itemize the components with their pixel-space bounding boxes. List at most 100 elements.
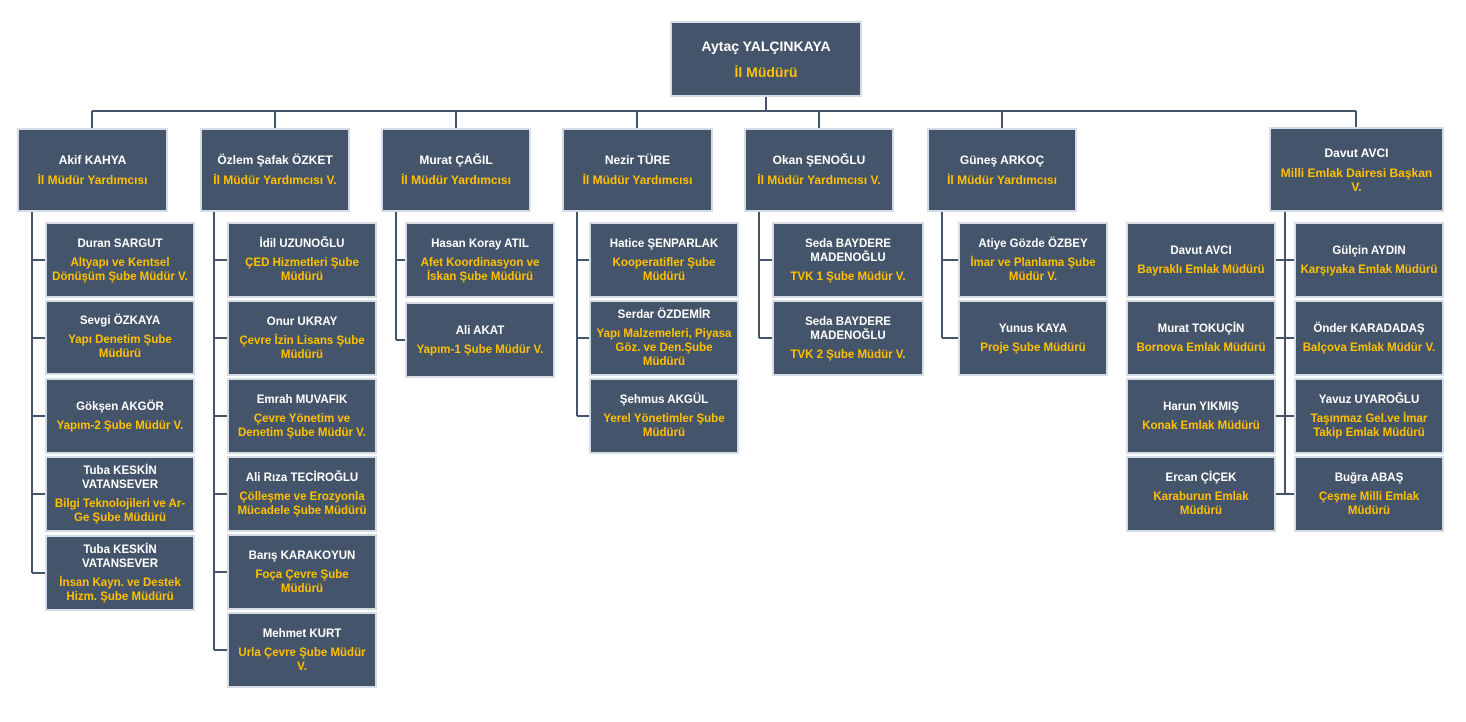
person-name: Hasan Koray ATIL (431, 237, 529, 250)
position-title: Yapım-2 Şube Müdür V. (56, 419, 184, 432)
person-name: Ali AKAT (455, 324, 505, 337)
person-name: Şehmus AKGÜL (619, 393, 709, 406)
position-title: İl Müdür Yardımcısı (401, 173, 511, 187)
position-title: Çevre Yönetim ve Denetim Şube Müdür V. (237, 412, 366, 439)
child-box: Ali AKAT Yapım-1 Şube Müdür V. (405, 302, 555, 378)
person-name: Gökşen AKGÖR (76, 400, 164, 413)
person-name: Yavuz UYAROĞLU (1318, 393, 1420, 406)
position-title: Bornova Emlak Müdürü (1136, 341, 1266, 354)
position-title: İnsan Kayn. ve Destek Hizm. Şube Müdürü (59, 576, 181, 603)
position-title: Proje Şube Müdürü (980, 341, 1086, 354)
person-name: Güneş ARKOÇ (959, 153, 1045, 167)
position-title: Urla Çevre Şube Müdür V. (238, 646, 366, 673)
child-box: Emrah MUVAFIK Çevre Yönetim ve Denetim Şu… (227, 378, 377, 454)
position-title: Afet Koordinasyon ve İskan Şube Müdürü (420, 256, 540, 283)
position-title: Altyapı ve Kentsel Dönüşüm Şube Müdür V. (52, 256, 188, 283)
child-box: Buğra ABAŞ Çeşme Milli Emlak Müdürü (1294, 456, 1444, 532)
child-box: Seda BAYDERE MADENOĞLU TVK 2 Şube Müdür V… (772, 300, 924, 376)
person-name: Murat TOKUÇİN (1157, 322, 1245, 335)
child-box: Duran SARGUT Altyapı ve Kentsel Dönüşüm Ş… (45, 222, 195, 298)
child-box: Ercan ÇİÇEK Karaburun Emlak Müdürü (1126, 456, 1276, 532)
child-box: Yavuz UYAROĞLU Taşınmaz Gel.ve İmar Takip… (1294, 378, 1444, 454)
child-box: Yunus KAYA Proje Şube Müdürü (958, 300, 1108, 376)
child-box: İdil UZUNOĞLU ÇED Hizmetleri Şube Müdürü (227, 222, 377, 298)
child-box: Hasan Koray ATIL Afet Koordinasyon ve İsk… (405, 222, 555, 298)
person-name: Harun YIKMIŞ (1163, 400, 1239, 413)
child-box: Seda BAYDERE MADENOĞLU TVK 1 Şube Müdür V… (772, 222, 924, 298)
position-title: İl Müdürü (734, 63, 798, 80)
child-box: Atiye Gözde ÖZBEY İmar ve Planlama Şube M… (958, 222, 1108, 298)
child-box: Şehmus AKGÜL Yerel Yönetimler Şube Müdürü (589, 378, 739, 454)
child-box: Serdar ÖZDEMİR Yapı Malzemeleri, Piyasa G… (589, 300, 739, 376)
person-name: Seda BAYDERE MADENOĞLU (805, 315, 891, 342)
child-box: Hatice ŞENPARLAK Kooperatifler Şube Müdür… (589, 222, 739, 298)
position-title: Yapı Denetim Şube Müdürü (68, 334, 172, 360)
position-title: Yapım-1 Şube Müdür V. (416, 343, 544, 356)
position-title: ÇED Hizmetleri Şube Müdürü (245, 256, 359, 283)
person-name: Aytaç YALÇINKAYA (701, 37, 831, 54)
child-box: Gökşen AKGÖR Yapım-2 Şube Müdür V. (45, 378, 195, 454)
child-box: Sevgi ÖZKAYA Yapı Denetim Şube Müdürü (45, 300, 195, 375)
person-name: Tuba KESKİN VATANSEVER (81, 464, 159, 491)
person-name: Davut AVCI (1170, 244, 1232, 257)
position-title: Bayraklı Emlak Müdürü (1137, 263, 1265, 276)
position-title: Çeşme Milli Emlak Müdürü (1318, 490, 1420, 517)
child-box: Davut AVCI Bayraklı Emlak Müdürü (1126, 222, 1276, 298)
person-name: Duran SARGUT (77, 237, 163, 250)
person-name: Akif KAHYA (58, 153, 127, 167)
person-name: Hatice ŞENPARLAK (609, 237, 719, 250)
branch-box: Okan ŞENOĞLU İl Müdür Yardımcısı V. (744, 128, 894, 212)
person-name: Ali Rıza TECİROĞLU (245, 471, 359, 484)
position-title: Yerel Yönetimler Şube Müdürü (603, 412, 725, 439)
person-name: Murat ÇAĞIL (419, 153, 493, 167)
person-name: Okan ŞENOĞLU (772, 153, 866, 167)
position-title: İl Müdür Yardımcısı (947, 173, 1057, 187)
position-title: İl Müdür Yardımcısı V. (757, 173, 881, 187)
person-name: Atiye Gözde ÖZBEY (978, 237, 1088, 250)
branch-box: Özlem Şafak ÖZKET İl Müdür Yardımcısı V. (200, 128, 350, 212)
person-name: Özlem Şafak ÖZKET (217, 153, 333, 167)
person-name: Sevgi ÖZKAYA (79, 315, 161, 327)
branch-box: Akif KAHYA İl Müdür Yardımcısı (17, 128, 168, 212)
branch-box: Nezir TÜRE İl Müdür Yardımcısı (562, 128, 713, 212)
position-title: İl Müdür Yardımcısı V. (213, 173, 337, 187)
position-title: Çölleşme ve Erozyonla Mücadele Şube Müdü… (237, 490, 367, 517)
person-name: İdil UZUNOĞLU (259, 237, 345, 250)
position-title: Karaburun Emlak Müdürü (1153, 490, 1249, 517)
person-name: Serdar ÖZDEMİR (617, 308, 711, 321)
position-title: Bilgi Teknolojileri ve Ar-Ge Şube Müdürü (54, 497, 186, 524)
position-title: Karşıyaka Emlak Müdürü (1300, 263, 1438, 276)
position-title: Çevre İzin Lisans Şube Müdürü (239, 334, 365, 361)
person-name: Önder KARADADAŞ (1313, 322, 1425, 335)
person-name: Nezir TÜRE (604, 153, 671, 167)
person-name: Seda BAYDERE MADENOĞLU (805, 237, 891, 264)
position-title: TVK 2 Şube Müdür V. (790, 348, 906, 361)
branch-box: Güneş ARKOÇ İl Müdür Yardımcısı (927, 128, 1077, 212)
child-box: Murat TOKUÇİN Bornova Emlak Müdürü (1126, 300, 1276, 376)
child-box: Onur UKRAY Çevre İzin Lisans Şube Müdürü (227, 300, 377, 376)
position-title: İl Müdür Yardımcısı (37, 173, 148, 187)
person-name: Yunus KAYA (998, 322, 1068, 335)
person-name: Onur UKRAY (266, 315, 338, 328)
position-title: TVK 1 Şube Müdür V. (790, 270, 906, 283)
child-box: Ali Rıza TECİROĞLU Çölleşme ve Erozyonla … (227, 456, 377, 532)
person-name: Ercan ÇİÇEK (1165, 471, 1237, 484)
position-title: Kooperatifler Şube Müdürü (612, 256, 716, 283)
position-title: Yapı Malzemeleri, Piyasa Göz. ve Den.Şub… (596, 327, 732, 368)
person-name: Buğra ABAŞ (1334, 471, 1404, 484)
root-box: Aytaç YALÇINKAYA İl Müdürü (670, 21, 862, 97)
branch-box: Murat ÇAĞIL İl Müdür Yardımcısı (381, 128, 531, 212)
position-title: İmar ve Planlama Şube Müdür V. (970, 256, 1096, 283)
position-title: İl Müdür Yardımcısı (582, 173, 693, 187)
position-title: Taşınmaz Gel.ve İmar Takip Emlak Müdürü (1310, 412, 1428, 439)
person-name: Emrah MUVAFIK (256, 393, 348, 406)
person-name: Barış KARAKOYUN (248, 549, 356, 562)
